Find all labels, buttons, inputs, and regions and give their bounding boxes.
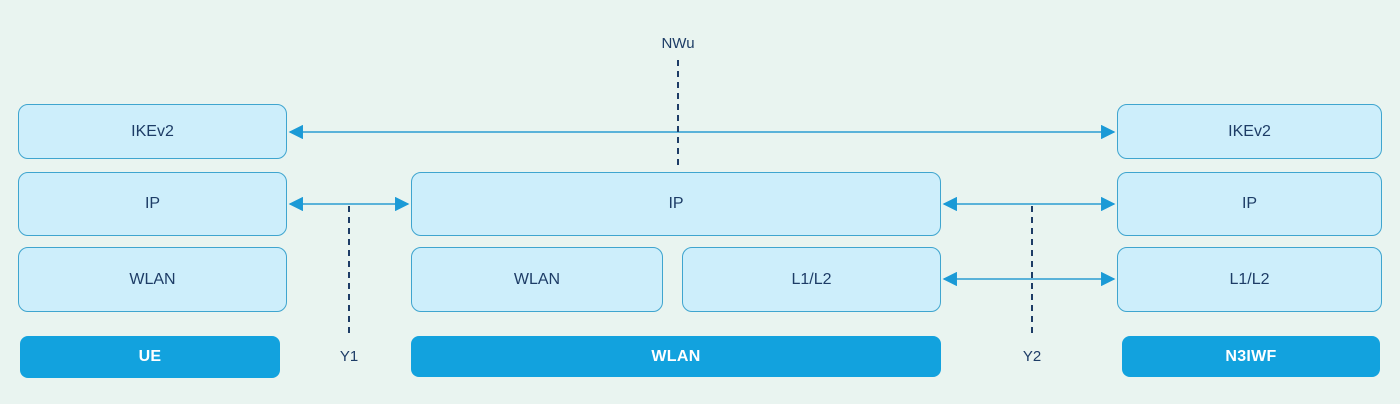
layer-box-label: WLAN (513, 270, 561, 288)
layer-box-label: IKEv2 (131, 122, 174, 140)
layer-box-label: IP (1241, 195, 1258, 212)
layer-box-n3iwf-ip: IP (1117, 172, 1382, 236)
layer-box-wlan-wlan: WLAN (411, 247, 663, 312)
interface-label-nwu: NWu (661, 35, 695, 52)
layer-box-label: IKEv2 (1228, 122, 1271, 140)
layer-box-label: WLAN (129, 270, 176, 288)
entity-label-wlan: WLAN (411, 336, 941, 377)
interface-label-y1: Y1 (339, 348, 359, 365)
entity-label-text: WLAN (651, 347, 701, 365)
layer-box-n3iwf-ikev2: IKEv2 (1117, 104, 1382, 159)
entity-label-text: N3IWF (1225, 347, 1277, 365)
entity-label-ue: UE (20, 336, 280, 378)
entity-label-n3iwf: N3IWF (1122, 336, 1380, 377)
layer-box-ue-wlan: WLAN (18, 247, 287, 312)
entity-label-text: UE (138, 348, 162, 365)
layer-box-label: IP (144, 195, 161, 212)
layer-box-wlan-l1l2: L1/L2 (682, 247, 941, 312)
layer-box-label: IP (668, 195, 684, 212)
layer-box-label: L1/L2 (791, 270, 832, 288)
layer-box-ue-ip: IP (18, 172, 287, 236)
interface-label-y2: Y2 (1022, 348, 1042, 365)
layer-box-label: L1/L2 (1229, 270, 1270, 288)
layer-box-n3iwf-l1l2: L1/L2 (1117, 247, 1382, 312)
layer-box-wlan-ip: IP (411, 172, 941, 236)
layer-box-ue-ikev2: IKEv2 (18, 104, 287, 159)
